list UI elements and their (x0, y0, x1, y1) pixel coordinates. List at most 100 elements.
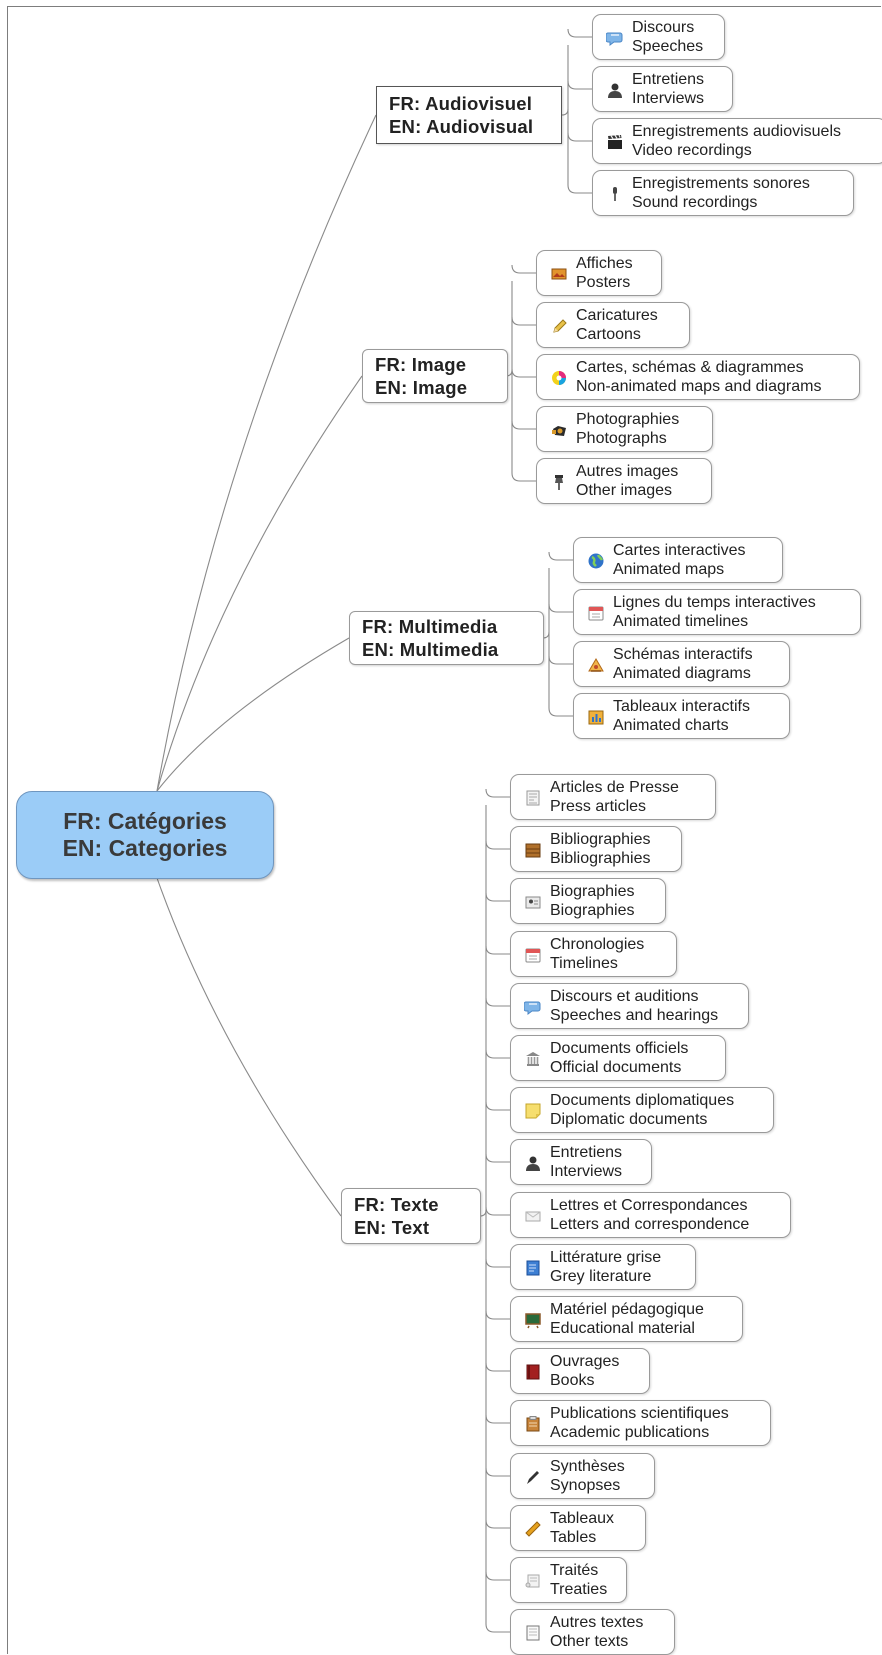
chalkboard-icon (524, 1311, 542, 1329)
document-icon (524, 1259, 542, 1277)
diagram-icon (587, 656, 605, 674)
id-card-icon (524, 893, 542, 911)
branch-label-en: EN: Multimedia (362, 639, 499, 660)
leaf-label-fr: Tableaux (550, 1509, 615, 1527)
leaf-label-en: Timelines (550, 955, 618, 972)
leaf-label-fr: Lettres et Correspondances (550, 1196, 748, 1214)
leaf-label-fr: Ouvrages (550, 1352, 620, 1370)
leaf-label-fr: Publications scientifiques (550, 1404, 729, 1422)
leaf-label-fr: Chronologies (550, 935, 645, 953)
leaf-label-en: Grey literature (550, 1268, 652, 1285)
camera-icon (550, 421, 568, 439)
connector-leaf-multimedia (548, 707, 573, 717)
leaf-label-en: Video recordings (632, 142, 752, 159)
leaf-label-fr: Documents officiels (550, 1039, 689, 1057)
color-wheel-icon (550, 369, 568, 387)
archive-box-icon (524, 841, 542, 859)
pushpin-icon (550, 473, 568, 491)
leaf-label-en: Diplomatic documents (550, 1111, 708, 1128)
speech-bubble-icon (524, 998, 542, 1016)
sticky-note-icon (524, 1102, 542, 1120)
branch-label-en: EN: Audiovisual (389, 116, 534, 137)
person-icon (606, 81, 624, 99)
leaf-label-fr: Discours (632, 18, 695, 36)
leaf-label-fr: Tableaux interactifs (613, 697, 750, 715)
leaf-label-en: Interviews (550, 1163, 623, 1180)
connector-leaf-texte (485, 840, 510, 850)
branch-label-en: EN: Text (354, 1217, 430, 1238)
globe-icon (587, 552, 605, 570)
root-node-categories[interactable]: FR: Catégories EN: Categories (16, 791, 274, 879)
connector-root-audiovisuel (156, 114, 377, 792)
leaf-label-fr: Entretiens (550, 1143, 623, 1161)
leaf-label-en: Tables (550, 1529, 597, 1546)
leaf-label-en: Non-animated maps and diagrams (576, 378, 822, 395)
page-icon (524, 1624, 542, 1642)
root-label-en: EN: Categories (62, 835, 228, 861)
connector-leaf-texte (485, 1310, 510, 1320)
connector-leaf-texte (485, 1571, 510, 1581)
speech-bubble-icon (606, 29, 624, 47)
leaf-label-en: Posters (576, 274, 631, 291)
calendar-icon (524, 946, 542, 964)
connector-leaf-texte (485, 1153, 510, 1163)
leaf-label-fr: Articles de Presse (550, 778, 679, 796)
leaf-label-en: Educational material (550, 1320, 695, 1337)
branch-label-fr: FR: Multimedia (362, 616, 498, 637)
leaf-label-fr: Synthèses (550, 1457, 625, 1475)
connector-leaf-texte (485, 1258, 510, 1268)
leaf-label-en: Books (550, 1372, 595, 1389)
leaf-label-fr: Enregistrements sonores (632, 174, 810, 192)
branch-label-fr: FR: Audiovisuel (389, 93, 533, 114)
leaf-label-en: Animated maps (613, 561, 725, 578)
leaf-label-en: Speeches and hearings (550, 1007, 719, 1024)
connector-root-texte (156, 877, 342, 1217)
leaf-label-en: Biographies (550, 902, 635, 919)
clipboard-icon (524, 1415, 542, 1433)
leaf-label-fr: Discours et auditions (550, 987, 699, 1005)
envelope-icon (524, 1207, 542, 1225)
branch-label-fr: FR: Image (375, 354, 467, 375)
connector-leaf-texte (485, 1623, 510, 1633)
leaf-label-fr: Bibliographies (550, 830, 651, 848)
connector-leaf-texte (485, 1362, 510, 1372)
connector-leaf-texte (485, 1467, 510, 1477)
connector-leaf-texte (485, 1206, 510, 1216)
ruler-icon (524, 1520, 542, 1538)
connector-leaf-texte (485, 997, 510, 1007)
